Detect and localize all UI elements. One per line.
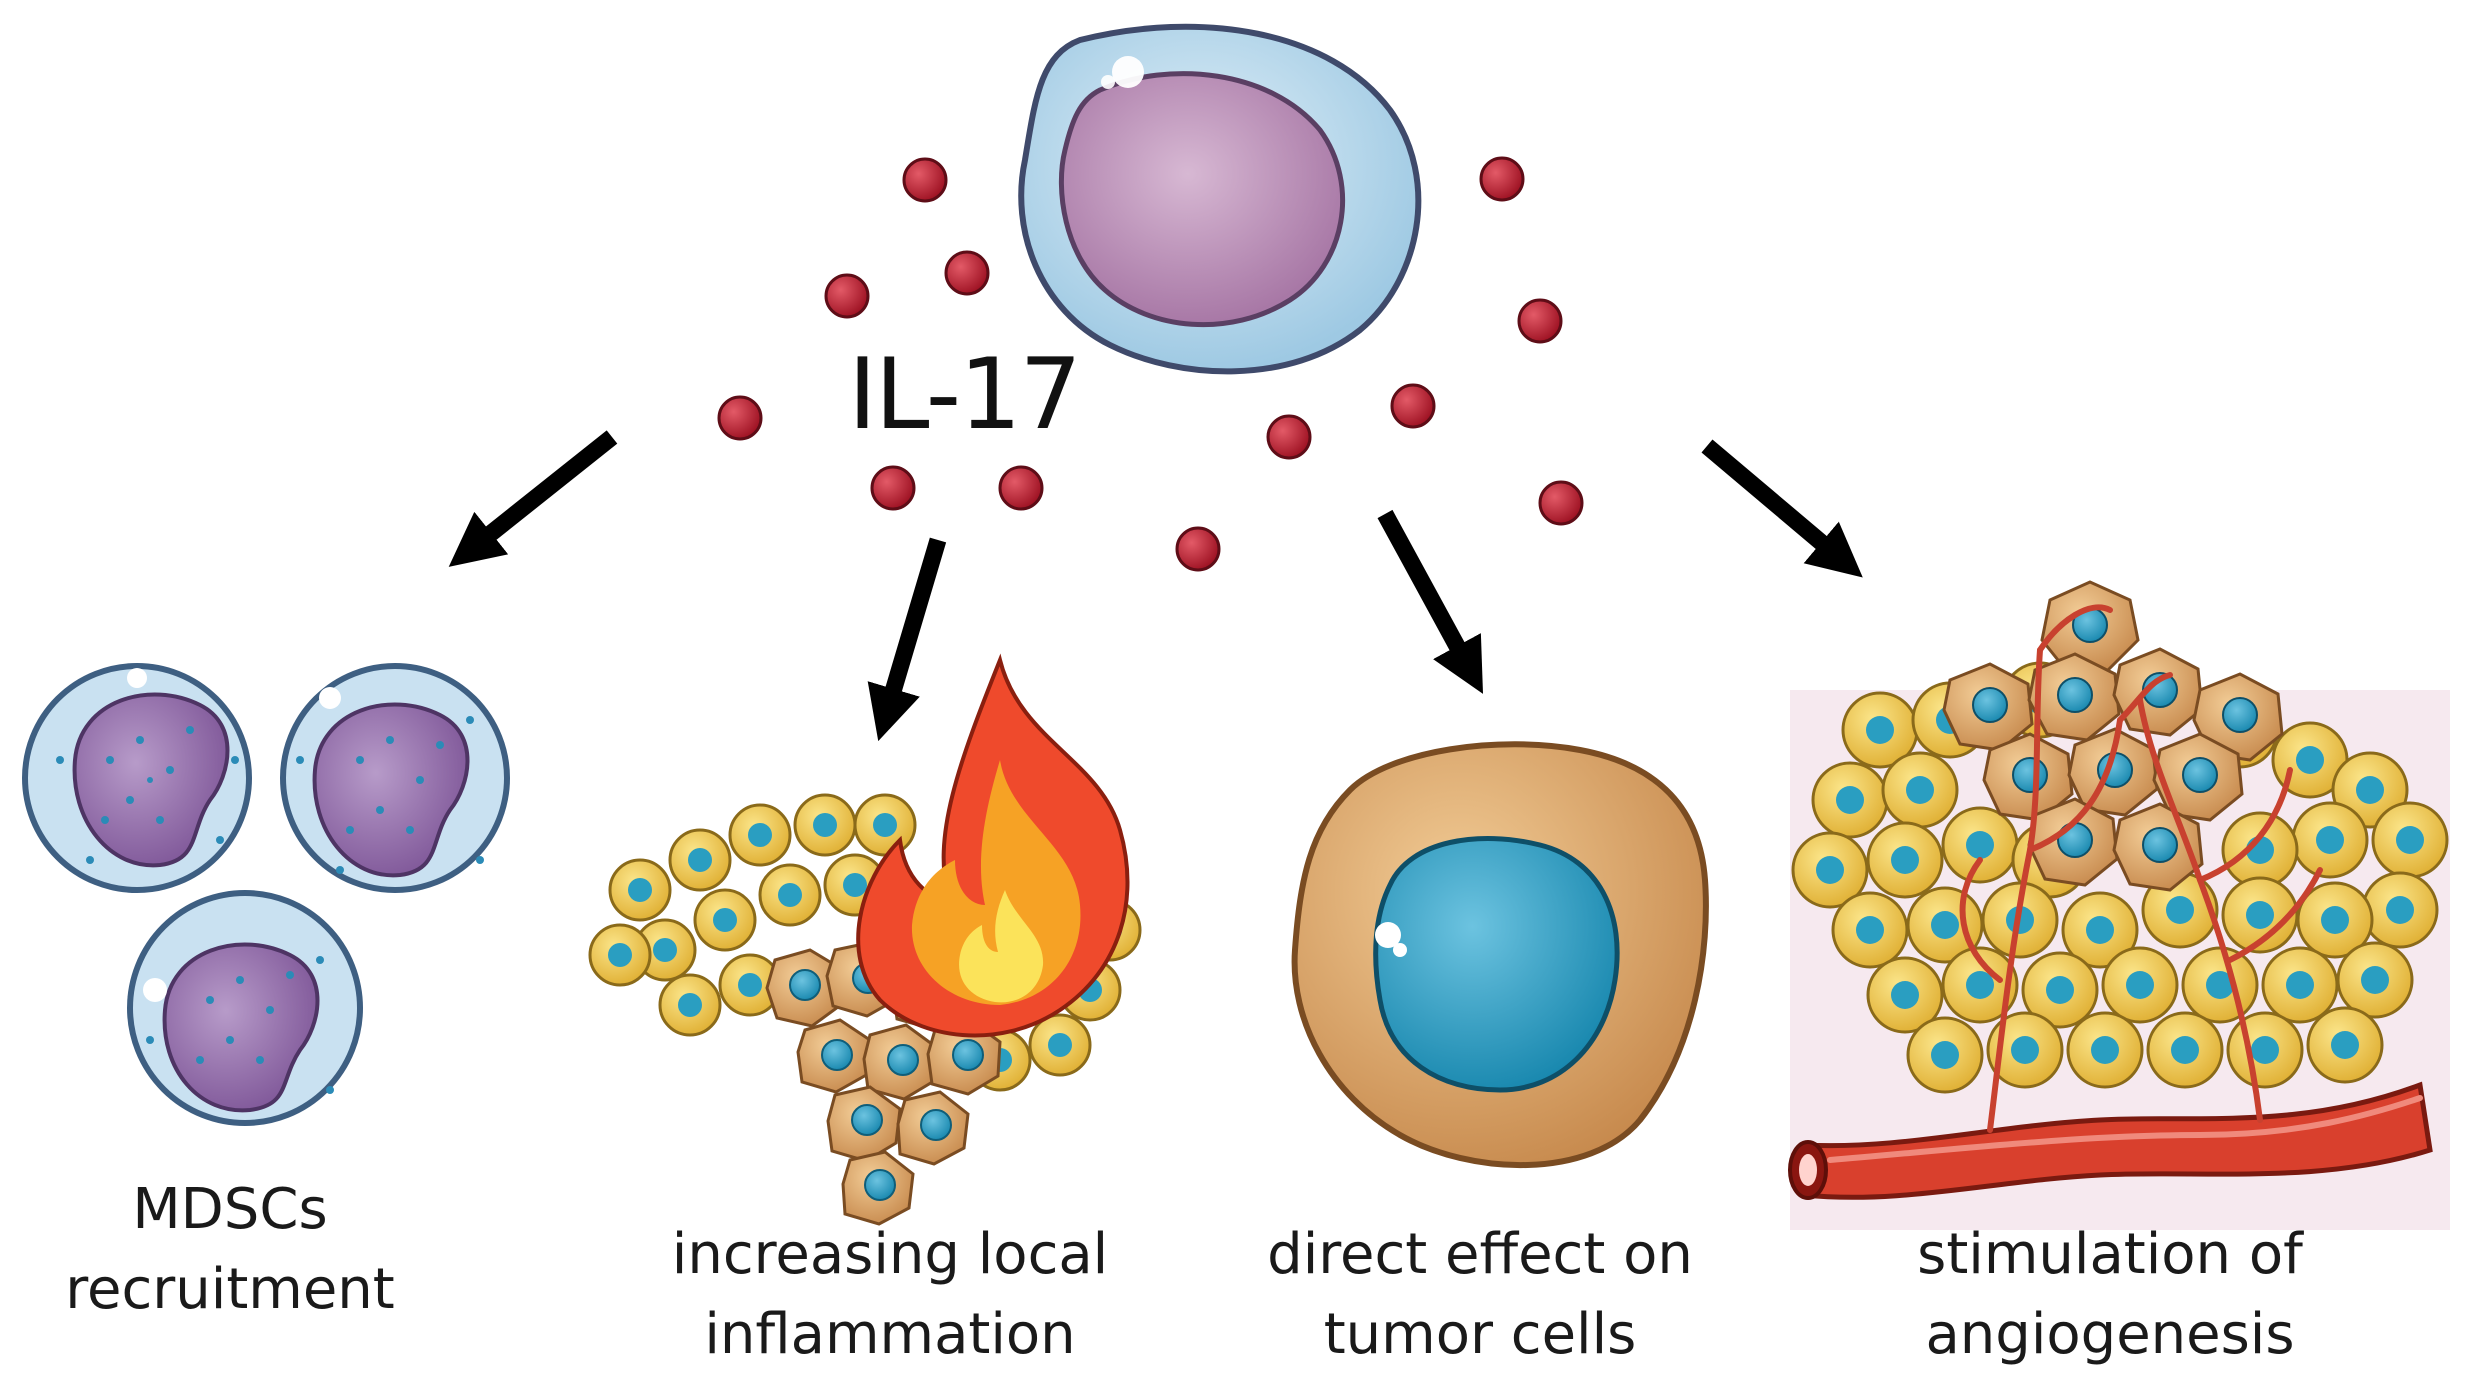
il17-dot	[717, 395, 763, 441]
il17-dot	[1266, 414, 1312, 460]
label-tumor-cells-line2: tumor cells	[1323, 1302, 1637, 1367]
label-angiogenesis-line2: angiogenesis	[1925, 1302, 2295, 1367]
label-tumor-cells: direct effect on tumor cells	[1240, 1215, 1720, 1375]
arrow-to-angiogenesis	[1701, 439, 1863, 578]
arrow-to-tumor-cells	[1377, 509, 1484, 694]
il17-dot	[902, 157, 948, 203]
label-tumor-cells-line1: direct effect on	[1267, 1222, 1693, 1287]
th17-cell	[1018, 23, 1422, 375]
label-inflammation-line1: increasing local	[671, 1222, 1109, 1287]
label-angiogenesis-line1: stimulation of	[1917, 1222, 2303, 1287]
il17-dot	[1390, 383, 1436, 429]
label-mdscs-line2: recruitment	[65, 1257, 395, 1322]
il17-label: IL-17	[848, 338, 1082, 452]
tumor-cell	[1291, 741, 1709, 1169]
label-inflammation: increasing local inflammation	[650, 1215, 1130, 1375]
label-inflammation-line2: inflammation	[704, 1302, 1076, 1367]
angiogenesis-tissue	[1788, 580, 2450, 1230]
il17-dot	[824, 273, 870, 319]
il17-dot	[1517, 298, 1563, 344]
arrows	[448, 430, 1863, 742]
il17-dot	[998, 465, 1044, 511]
fire-icon	[856, 653, 1130, 1038]
blood-vessel	[1788, 1081, 2433, 1200]
il17-dot	[944, 250, 990, 296]
mdsc-cell	[22, 663, 252, 893]
il17-dot	[1175, 526, 1221, 572]
il17-molecules	[717, 156, 1584, 572]
arrow-to-inflammation	[867, 537, 947, 742]
mdsc-cell	[127, 890, 363, 1126]
label-angiogenesis: stimulation of angiogenesis	[1880, 1215, 2340, 1375]
il17-dot	[1479, 156, 1525, 202]
label-mdscs-line1: MDSCs	[132, 1177, 328, 1242]
mdsc-cells	[22, 663, 510, 1126]
il17-dot	[1538, 480, 1584, 526]
label-mdscs: MDSCs recruitment	[20, 1170, 440, 1330]
capillaries	[1959, 604, 2323, 1133]
inflamed-tissue	[588, 653, 1142, 1226]
mdsc-cell	[280, 663, 510, 893]
il17-dot	[870, 465, 916, 511]
arrow-to-mdscs	[448, 430, 618, 567]
